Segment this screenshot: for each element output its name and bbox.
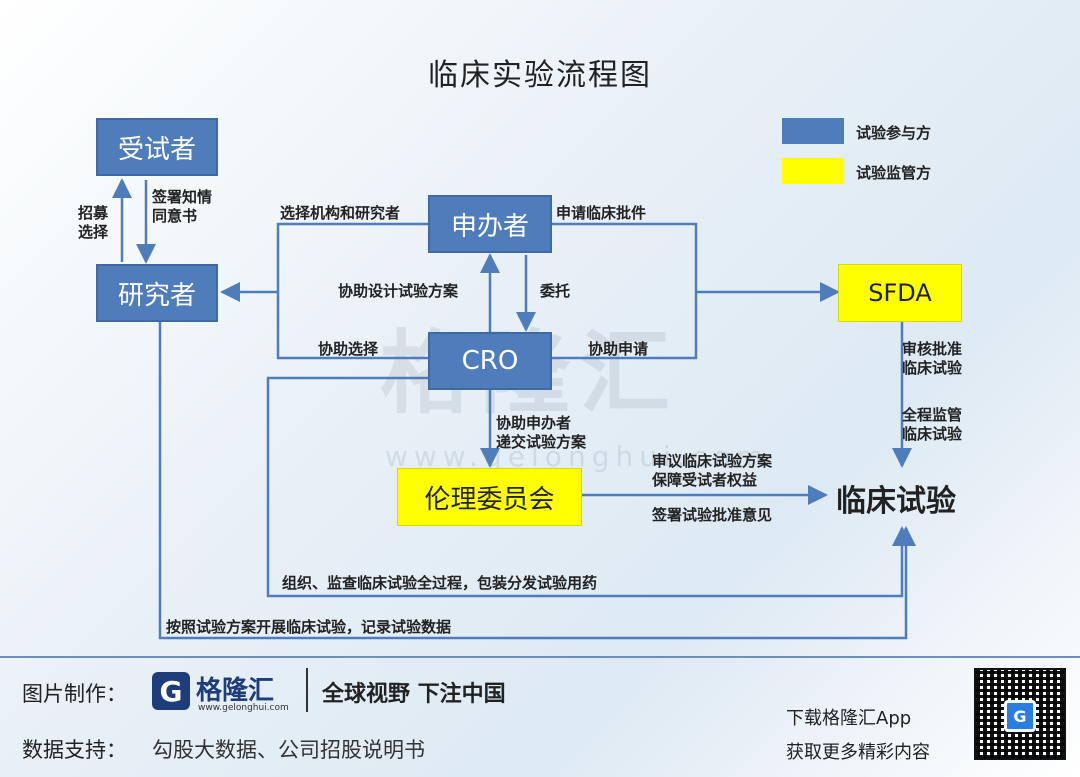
brand-logo-icon: G (152, 672, 190, 710)
brand-url: www.gelonghui.com (198, 703, 289, 713)
label-review-protocol: 审议临床试验方案保障受试者权益 (652, 452, 773, 489)
label-apply-approval: 申请临床批件 (556, 204, 647, 222)
watermark-url: www.gelonghui.com (385, 440, 770, 473)
legend-regulator-label: 试验监管方 (856, 164, 932, 182)
legend-participant-swatch (782, 118, 844, 144)
label-select-institution: 选择机构和研究者 (280, 204, 401, 222)
node-ethics: 伦理委员会 (397, 468, 582, 526)
label-assist-apply: 协助申请 (588, 340, 649, 358)
node-subject: 受试者 (96, 118, 218, 176)
legend-participant-label: 试验参与方 (856, 124, 932, 142)
qr-logo-icon: G (1004, 700, 1036, 732)
edge-organize (266, 376, 912, 598)
footer-download: 下载格隆汇App (786, 708, 912, 729)
legend-regulator-swatch (782, 158, 844, 184)
edge-conduct (158, 322, 916, 640)
label-consent: 签署知情同意书 (152, 188, 213, 225)
label-recruit: 招募选择 (78, 204, 109, 241)
label-approve-trial: 审核批准临床试验 (902, 340, 963, 377)
node-trial: 临床试验 (836, 484, 956, 519)
label-assist-submit: 协助申办者递交试验方案 (496, 414, 587, 451)
label-sign-opinion: 签署试验批准意见 (652, 506, 773, 524)
label-entrust: 委托 (540, 282, 571, 300)
label-assist-design: 协助设计试验方案 (338, 282, 459, 300)
brand-name: 格隆汇 (196, 676, 275, 706)
label-assist-select: 协助选择 (318, 340, 379, 358)
label-organize: 组织、监查临床试验全过程，包装分发试验用药 (282, 574, 598, 592)
label-supervise-trial: 全程监管临床试验 (902, 406, 963, 443)
footer-data-source: 勾股大数据、公司招股说明书 (152, 738, 425, 762)
footer-data-label: 数据支持： (22, 738, 127, 762)
diagram-title: 临床实验流程图 (428, 58, 652, 93)
footer-made-by-label: 图片制作： (22, 682, 127, 706)
footer-slogan: 全球视野 下注中国 (322, 682, 506, 707)
node-sfda: SFDA (838, 264, 962, 322)
node-researcher: 研究者 (96, 264, 218, 322)
footer-more: 获取更多精彩内容 (786, 742, 930, 763)
edge-apply-approval (552, 222, 698, 360)
node-sponsor: 申办者 (428, 195, 552, 253)
footer-divider (0, 656, 1080, 658)
node-cro: CRO (428, 332, 552, 390)
footer-separator (306, 668, 308, 712)
label-conduct: 按照试验方案开展临床试验，记录试验数据 (166, 618, 452, 636)
